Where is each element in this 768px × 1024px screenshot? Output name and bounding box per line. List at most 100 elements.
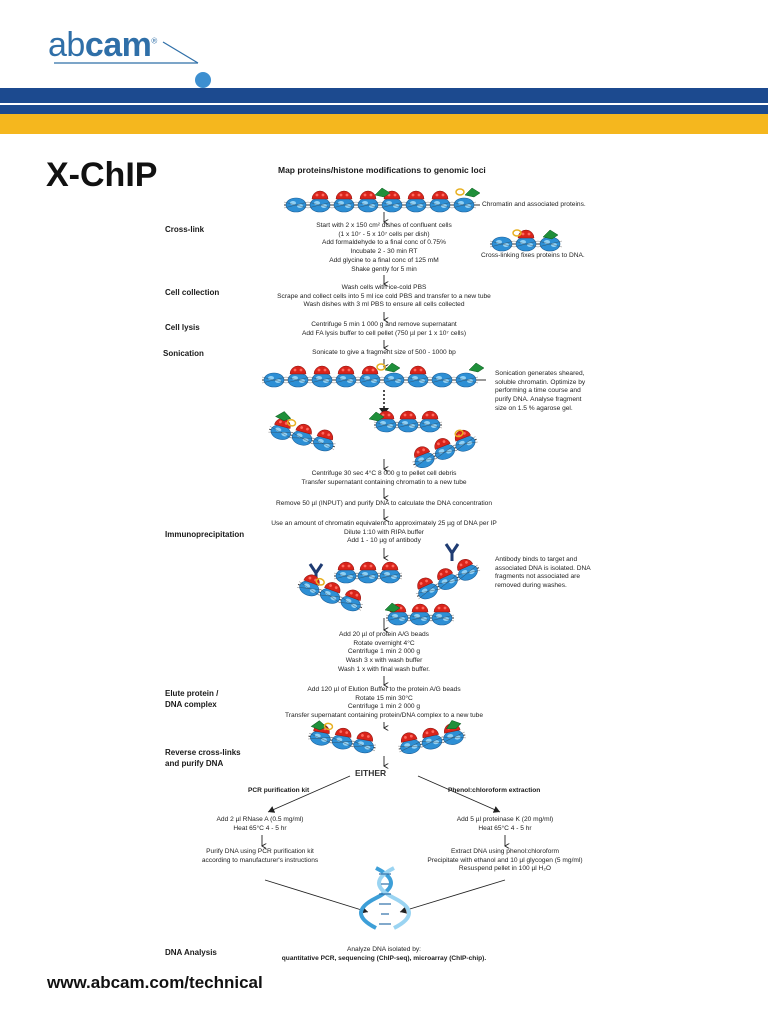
page-title: X-ChIP [46,156,158,194]
step-line: Wash 1 x with final wash buffer. [338,665,430,673]
pcr-kit-title: PCR purification kit [248,787,310,794]
merge-left [264,879,369,914]
sonication-strand [261,362,486,388]
note-line: soluble chromatin. Optimize by [495,378,586,386]
stage-elute-line2: DNA complex [165,700,217,709]
branch-right [417,775,501,813]
step-line: Add 1 - 10 µg of antibody [347,537,421,545]
step-line: Heat 65°C 4 - 5 hr [233,824,287,832]
note-crosslinking: Cross-linking fixes proteins to DNA. [481,252,585,259]
logo-text-bold: cam [84,26,152,64]
step-phenol-a: Add 5 µl proteinase K (20 mg/ml) Heat 65… [395,816,615,833]
step-elute: Add 120 µl of Elution Buffer to the prot… [224,686,544,721]
stage-elute: Elute protein / DNA complex [165,688,218,710]
step-line: Add 20 µl of protein A/G beads [339,631,429,638]
step-line: Centrifuge 1 min 2 000 g [347,703,421,711]
ip-fragment-left [296,571,367,614]
step-line: quantitative PCR, sequencing (ChIP-seq),… [281,954,487,962]
header-band-blue [0,88,768,114]
note-line: purify DNA. Analyse fragment [495,396,582,404]
step-line: Purify DNA using PCR purification kit [206,848,314,855]
fragment-left [267,409,340,454]
step-line: Analyze DNA isolated by: [346,946,422,953]
step-line: Add glycine to a final conc of 125 mM [329,256,439,264]
header-band-stripe [0,103,768,105]
note-chromatin: Chromatin and associated proteins. [482,201,586,208]
note-line: size on 1.5 % agarose gel. [495,404,573,412]
step-line: Centrifuge 30 sec 4°C 8 000 g to pellet … [311,470,457,477]
step-crosslink: Start with 2 x 150 cm² dishes of conflue… [224,222,544,274]
dotted-arrow-head [379,408,389,415]
step-line: Add 120 µl of Elution Buffer to the prot… [307,686,461,693]
either-label: EITHER [355,768,387,778]
fragment-center [368,411,442,432]
step-line: Centrifuge 5 min 1 000 g and remove supe… [311,321,457,328]
stage-dna-analysis: DNA Analysis [165,948,217,957]
note-line: removed during washes. [495,582,567,590]
step-line: Resuspend pellet in 100 µl H₂O [458,865,552,873]
elute-fragment-left [307,719,378,754]
step-analysis: Analyze DNA isolated by: quantitative PC… [224,946,544,963]
stage-crosslink: Cross-link [165,225,205,234]
fragment-right [408,425,479,471]
step-sonication: Sonicate to give a fragment size of 500 … [224,349,544,358]
step-line: Centrifuge 1 min 2 000 g [347,648,421,656]
registered-mark: ® [151,36,157,46]
step-line: Shake gently for 5 min [351,265,417,273]
step-line: Heat 65°C 4 - 5 hr [478,824,532,832]
step-pcr-b: Purify DNA using PCR purification kit ac… [160,848,360,865]
note-antibody: Antibody binds to target and associated … [495,556,591,591]
step-line: Use an amount of chromatin equivalent to… [271,520,497,527]
step-line: Dilute 1:10 with RIPA buffer [343,528,425,536]
stage-cell-collection: Cell collection [165,288,220,297]
step-line: Add FA lysis buffer to cell pellet (750 … [301,329,467,337]
step-line: Wash 3 x with wash buffer [345,657,423,665]
stage-reverse: Reverse cross-links and purify DNA [165,747,241,769]
step-beads: Add 20 µl of protein A/G beads Rotate ov… [224,631,544,675]
step-pcr-a: Add 2 µl RNase A (0.5 mg/ml) Heat 65°C 4… [160,816,360,833]
stage-sonication: Sonication [163,349,204,358]
step-line: Incubate 2 - 30 min RT [350,248,418,256]
step-line: Rotate 15 min 30°C [355,694,413,702]
stage-cell-lysis: Cell lysis [165,323,200,332]
logo-text-light: ab [48,26,85,64]
step-line: Scrape and collect cells into 5 ml ice c… [277,292,491,300]
note-line: fragments not associated are [495,573,581,581]
antibody-icon [444,542,460,563]
step-line: Add formaldehyde to a final conc of 0.75… [322,239,446,247]
note-sonication: Sonication generates sheared, soluble ch… [495,370,585,414]
step-collection: Wash cells with ice-cold PBS Scrape and … [224,284,544,310]
step-phenol-b: Extract DNA using phenol:chloroform Prec… [395,848,615,874]
stage-elute-line1: Elute protein / [165,689,219,698]
ip-fragment-bottom [384,602,454,625]
step-line: Wash cells with ice-cold PBS [341,284,427,291]
stage-reverse-line1: Reverse cross-links [165,748,241,757]
step-line: Transfer supernatant containing protein/… [284,712,484,720]
ip-fragment-right [411,555,482,603]
header-band-gold [0,114,768,134]
merge-right [399,879,506,914]
stage-reverse-line2: and purify DNA [165,759,224,768]
stage-immunoprecipitation: Immunoprecipitation [165,530,245,539]
step-line: Add 5 µl proteinase K (20 mg/ml) [456,816,554,823]
footer-url-link[interactable]: www.abcam.com/technical [47,973,263,992]
step-line: Transfer supernatant containing chromati… [301,478,467,486]
chromatin-strand-top [283,187,481,213]
note-line: Sonication generates sheared, [495,370,585,377]
step-after-sonication: Centrifuge 30 sec 4°C 8 000 g to pellet … [224,470,544,487]
note-line: performing a time course and [495,387,581,395]
step-line: Start with 2 x 150 cm² dishes of conflue… [316,222,452,229]
step-lysis: Centrifuge 5 min 1 000 g and remove supe… [224,321,544,338]
note-line: Antibody binds to target and [495,556,578,563]
step-input: Remove 50 µl (INPUT) and purify DNA to c… [224,500,544,509]
phenol-title: Phenol:chloroform extraction [448,787,541,794]
step-line: Sonicate to give a fragment size of 500 … [312,349,456,356]
step-line: Rotate overnight 4°C [353,639,415,647]
step-line: Add 2 µl RNase A (0.5 mg/ml) [216,816,304,823]
ip-fragment-center [334,562,402,583]
step-line: according to manufacturer's instructions [201,856,319,864]
elute-fragment-right [395,718,467,756]
step-ip: Use an amount of chromatin equivalent to… [224,520,544,546]
